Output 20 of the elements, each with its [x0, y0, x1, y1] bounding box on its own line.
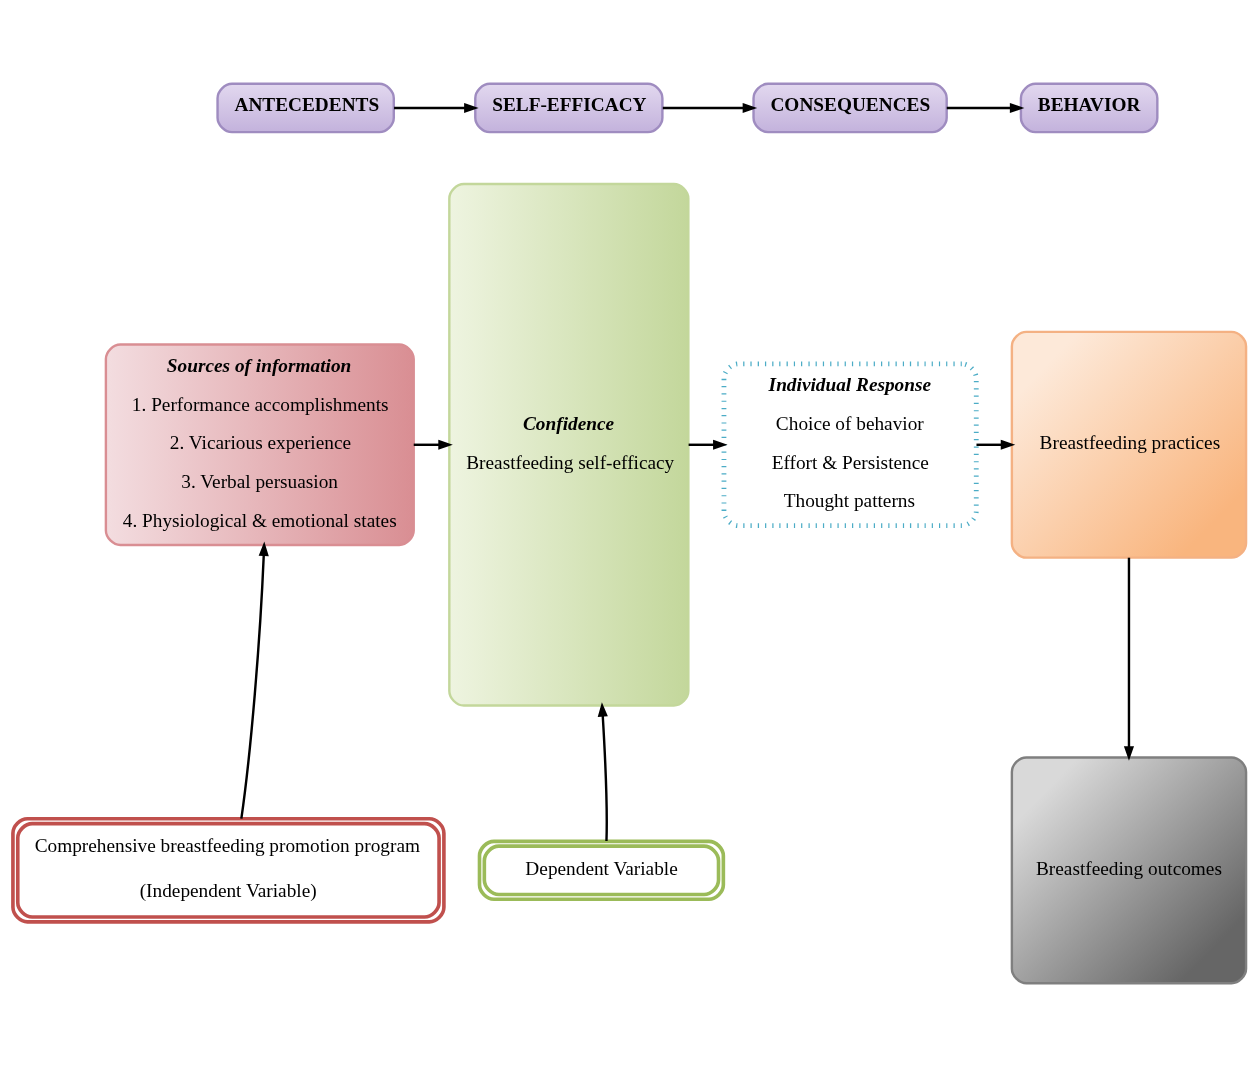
arrow	[688, 439, 728, 450]
arrow	[946, 102, 1025, 113]
node-box: CONSEQUENCES	[752, 82, 948, 133]
node-box: Comprehensive breastfeeding promotion program (Independent Variable)	[11, 816, 446, 924]
node-box: ANTECEDENTS	[216, 82, 395, 133]
node-box: Sources of information 1. Performance accomplishments 2. Vicarious experience 3. Verbal persuasion 4. Physiological & emotional states	[104, 342, 415, 546]
arrow	[394, 102, 479, 113]
node-box: Breastfeeding practices	[1010, 330, 1248, 559]
node-box: SELF-EFFICACY	[474, 82, 664, 133]
node-box: Dependent Variable	[477, 839, 726, 901]
arrow	[976, 439, 1016, 450]
arrow	[597, 701, 608, 841]
arrow	[662, 102, 758, 113]
arrow	[413, 439, 453, 450]
node-box: Breastfeeding outcomes	[1010, 755, 1248, 984]
node-box: Individual Response Choice of behavior Effort & Persistence Thought patterns	[721, 360, 979, 528]
node-box: Confidence Breastfeeding self-efficacy	[448, 182, 690, 707]
arrow	[1123, 557, 1135, 761]
arrow	[240, 541, 269, 819]
node-box: BEHAVIOR	[1019, 82, 1159, 133]
